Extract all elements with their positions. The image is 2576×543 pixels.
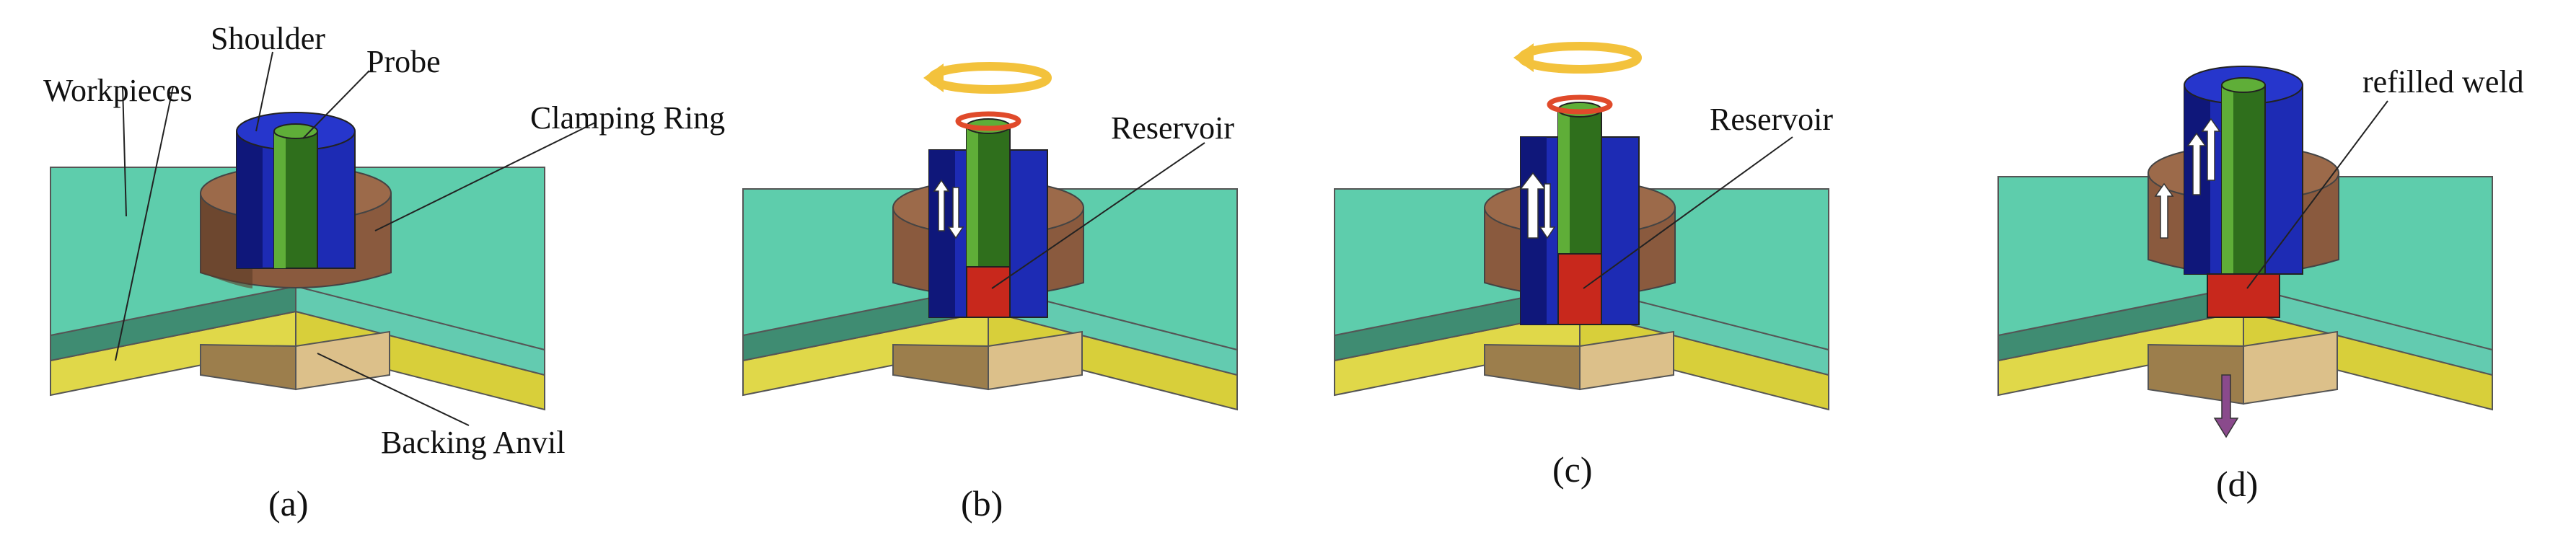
probe bbox=[273, 123, 318, 269]
label-probe: Probe bbox=[366, 44, 441, 79]
leader-lines-a bbox=[115, 51, 596, 426]
anvil-retract-arrow bbox=[2213, 374, 2239, 438]
probe-raised bbox=[966, 118, 1011, 268]
caption-d: (d) bbox=[2216, 464, 2258, 504]
rotation-arrow bbox=[923, 62, 1052, 131]
label-backing-anvil: Backing Anvil bbox=[381, 425, 565, 460]
label-clamping-ring: Clamping Ring bbox=[530, 100, 725, 136]
refilled-weld-zone bbox=[2207, 273, 2280, 318]
panel-b: Reservoir (b) bbox=[742, 62, 1238, 524]
panel-a: Workpieces Shoulder Probe Clamping Ring … bbox=[43, 21, 725, 524]
leader-reservoir-c bbox=[1583, 136, 1793, 289]
reservoir-cavity bbox=[1557, 253, 1602, 325]
reservoir-cavity bbox=[966, 266, 1011, 318]
panel-d: refilled weld (d) bbox=[1997, 64, 2524, 504]
motion-arrows bbox=[2154, 118, 2221, 239]
caption-b: (b) bbox=[961, 483, 1003, 524]
label-shoulder: Shoulder bbox=[211, 21, 325, 56]
rotation-arrow bbox=[1513, 42, 1642, 115]
probe bbox=[1557, 102, 1602, 255]
caption-c: (c) bbox=[1552, 449, 1593, 490]
shoulder-raised bbox=[2184, 66, 2303, 275]
leader-refilled-weld bbox=[2246, 100, 2388, 289]
backing-anvil-retracting bbox=[2148, 330, 2338, 405]
leader-reservoir-b bbox=[991, 142, 1205, 289]
backing-anvil bbox=[200, 330, 390, 391]
label-refilled-weld: refilled weld bbox=[2362, 64, 2524, 100]
panel-c: Reservoir (c) bbox=[1334, 42, 1833, 490]
caption-a: (a) bbox=[268, 483, 309, 524]
probe bbox=[2221, 77, 2266, 275]
motion-arrows bbox=[933, 179, 964, 239]
backing-anvil bbox=[892, 330, 1083, 391]
label-reservoir-b: Reservoir bbox=[1111, 110, 1234, 146]
motion-arrows bbox=[1519, 172, 1556, 239]
backing-anvil bbox=[1484, 330, 1674, 391]
label-reservoir-c: Reservoir bbox=[1710, 102, 1833, 137]
label-workpieces: Workpieces bbox=[43, 73, 193, 108]
